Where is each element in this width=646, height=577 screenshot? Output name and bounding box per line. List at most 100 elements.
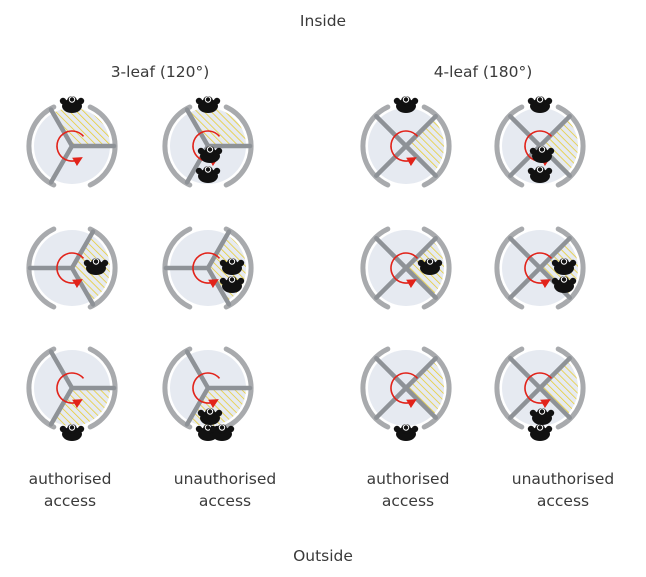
- person-icon: [59, 96, 85, 113]
- group-label-4-leaf: 4-leaf (180°): [433, 63, 533, 81]
- caption-4leaf-unauthorised: unauthorised access: [483, 468, 643, 512]
- door-wing: [69, 229, 96, 271]
- door-wing: [403, 385, 438, 420]
- caption-4leaf-authorised: authorised access: [348, 468, 468, 512]
- enclosure-wall-left: [360, 104, 391, 188]
- rotation-arrow: [192, 252, 221, 289]
- door-wing: [205, 229, 232, 271]
- enclosure-wall-left: [360, 226, 391, 310]
- door-wing: [48, 385, 75, 427]
- door-wing: [184, 107, 211, 149]
- enclosure-wall-left: [494, 104, 525, 188]
- person-icon: [209, 424, 235, 441]
- enclosure-wall-right: [421, 226, 452, 310]
- group-label-3-leaf: 3-leaf (120°): [110, 63, 210, 81]
- door-wing: [537, 356, 572, 391]
- rotation-arrow: [56, 372, 85, 409]
- person-icon: [197, 146, 223, 163]
- revolving-door-3-leaf-unauthorised-inside: [162, 96, 254, 188]
- revolving-door-4-leaf-authorised-middle: [360, 226, 452, 310]
- enclosure-wall-left: [26, 346, 57, 430]
- rotation-arrow: [56, 130, 85, 167]
- person-icon: [529, 408, 555, 425]
- door-wing: [508, 114, 543, 149]
- door-wing: [184, 349, 211, 391]
- compartment-hatch: [540, 119, 579, 173]
- door-wing: [403, 265, 438, 300]
- person-icon: [83, 258, 109, 275]
- enclosure-wall-left: [494, 226, 525, 310]
- door-wing: [48, 107, 75, 149]
- rotation-arrow: [524, 252, 553, 289]
- caption-3leaf-unauthorised: unauthorised access: [150, 468, 300, 512]
- revolving-door-3-leaf-authorised-middle: [26, 226, 118, 310]
- compartment-hatch: [540, 361, 579, 415]
- compartment-hatch: [406, 119, 445, 173]
- door-wing: [403, 236, 438, 271]
- rotation-arrow: [390, 372, 419, 409]
- enclosure-wall-left: [162, 346, 193, 430]
- caption-word-unauthorised: unauthorised: [173, 470, 277, 488]
- caption-3leaf-authorised: authorised access: [10, 468, 130, 512]
- person-icon: [527, 96, 553, 113]
- revolving-door-3-leaf-authorised-inside: [26, 96, 118, 188]
- revolving-door-3-leaf-unauthorised-outside: [162, 346, 254, 441]
- enclosure-wall-right: [555, 346, 586, 430]
- caption-word-access: access: [381, 492, 435, 510]
- person-icon: [527, 166, 553, 183]
- inside-label: Inside: [299, 12, 347, 30]
- person-icon: [195, 166, 221, 183]
- door-wing: [508, 385, 543, 420]
- rotation-arrow: [56, 252, 85, 289]
- door-wing: [403, 114, 438, 149]
- door-wing: [374, 265, 409, 300]
- person-icon: [393, 424, 419, 441]
- caption-word-access: access: [43, 492, 97, 510]
- caption-word-access: access: [536, 492, 590, 510]
- enclosure-wall-left: [360, 346, 391, 430]
- door-wing: [537, 385, 572, 420]
- rotation-arrow: [390, 252, 419, 289]
- door-wing: [184, 385, 211, 427]
- enclosure-wall-right: [555, 104, 586, 188]
- revolving-door-3-leaf-unauthorised-middle: [162, 226, 254, 310]
- enclosure-wall-right: [555, 226, 586, 310]
- person-icon: [219, 276, 245, 293]
- caption-word-unauthorised: unauthorised: [511, 470, 615, 488]
- person-icon: [59, 424, 85, 441]
- door-wing: [374, 114, 409, 149]
- door-wing: [403, 356, 438, 391]
- person-icon: [417, 258, 443, 275]
- outside-label: Outside: [293, 547, 353, 565]
- caption-word-access: access: [198, 492, 252, 510]
- caption-word-authorised: authorised: [366, 470, 450, 488]
- enclosure-wall-right: [421, 104, 452, 188]
- person-icon: [219, 258, 245, 275]
- revolving-door-4-leaf-unauthorised-middle: [494, 226, 586, 310]
- door-wing: [537, 114, 572, 149]
- caption-word-authorised: authorised: [28, 470, 112, 488]
- door-wing: [374, 385, 409, 420]
- person-icon: [551, 276, 577, 293]
- revolving-door-4-leaf-unauthorised-outside: [494, 346, 586, 441]
- door-wing: [403, 143, 438, 178]
- person-icon: [529, 146, 555, 163]
- enclosure-wall-left: [162, 104, 193, 188]
- revolving-door-3-leaf-authorised-outside: [26, 346, 118, 441]
- rotation-arrow: [192, 372, 221, 409]
- enclosure-wall-left: [26, 104, 57, 188]
- door-wing: [537, 236, 572, 271]
- door-wing: [374, 356, 409, 391]
- revolving-door-4-leaf-authorised-outside: [360, 346, 452, 441]
- enclosure-wall-right: [421, 346, 452, 430]
- revolving-door-4-leaf-unauthorised-inside: [494, 96, 586, 188]
- rotation-arrow: [390, 130, 419, 167]
- door-wing: [508, 236, 543, 271]
- revolving-door-4-leaf-authorised-inside: [360, 96, 452, 188]
- compartment-hatch: [406, 361, 445, 415]
- door-wing: [374, 143, 409, 178]
- person-icon: [393, 96, 419, 113]
- door-wing: [48, 349, 75, 391]
- door-wing: [48, 143, 75, 185]
